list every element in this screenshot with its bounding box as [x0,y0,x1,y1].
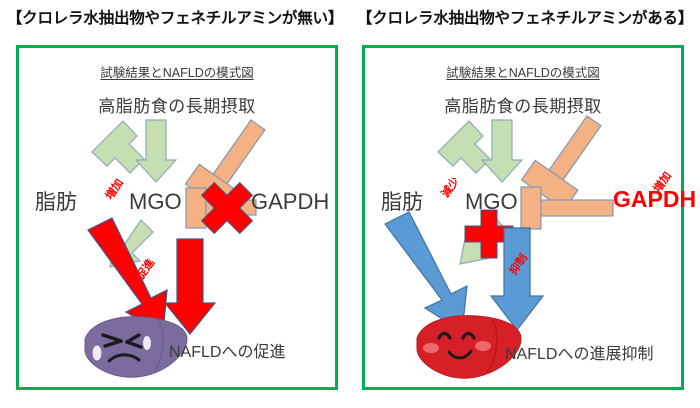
right-node-fat: 脂肪 [381,191,423,214]
right-panel-headline: 高脂肪食の長期摂取 [444,97,602,116]
red-x-cross-icon [200,181,254,235]
left-node-fat: 脂肪 [35,191,77,214]
right-panel-subtitle: 試験結果とNAFLDの模式図 [446,66,600,80]
arrow-diet-to-mgo [134,119,178,183]
left-node-mgo: MGO [129,189,182,214]
arrow-fat-to-liver-blue [384,211,468,334]
left-panel-arrow-layer [87,119,266,336]
right-panel-arrow-layer [384,115,614,334]
tbar-mgo-inhibits-gapdh [520,186,614,230]
right-panel-title: 【クロレラ水抽出物やフェネチルアミンがある】 [356,10,694,27]
arrow-diet-to-mgo [480,119,524,183]
arrow-mgo-to-liver-red [163,238,217,335]
left-panel-subtitle: 試験結果とNAFLDの模式図 [100,66,254,80]
right-outcome-label: NAFLDへの進展抑制 [505,346,654,363]
left-panel: 試験結果とNAFLDの模式図 高脂肪食の長期摂取 [16,45,338,390]
sad-purple-liver-icon [84,316,188,378]
red-plus-cross-icon [464,209,514,259]
left-panel-headline: 高脂肪食の長期摂取 [98,97,256,116]
arrow-gapdh-to-liver-blue [489,227,545,331]
happy-red-liver-icon [416,315,522,379]
right-node-gapdh: GAPDH [613,186,697,212]
right-panel: 試験結果とNAFLDの模式図 高脂肪食の長期摂取 [362,45,696,390]
right-node-mgo: MGO [465,189,518,214]
arrow-diet-to-fat [437,120,491,174]
left-outcome-label: NAFLDへの促進 [169,344,286,361]
left-panel-title: 【クロレラ水抽出物やフェネチルアミンが無い】 [6,10,344,27]
arrow-fat-to-liver-red [87,217,168,336]
arrow-diet-to-fat [91,120,145,174]
left-node-gapdh: GAPDH [251,189,330,214]
